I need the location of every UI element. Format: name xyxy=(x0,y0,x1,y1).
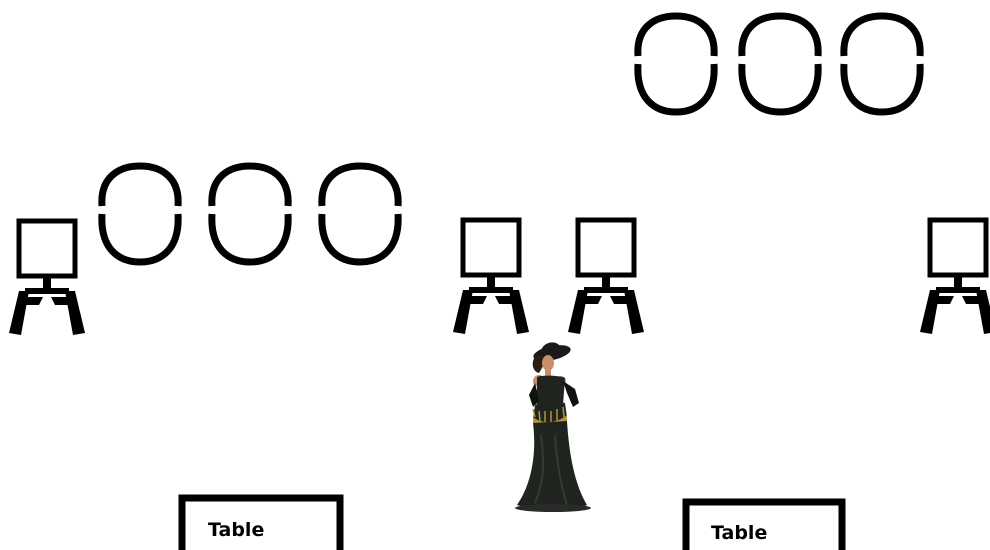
table-right[interactable]: Table xyxy=(686,502,842,550)
woman-figure-icon[interactable] xyxy=(515,342,591,512)
easel-icon[interactable] xyxy=(453,220,529,334)
table-label: Table xyxy=(711,522,767,544)
oval-mirror-icon[interactable] xyxy=(102,166,178,262)
table-label: Table xyxy=(208,519,264,541)
easel-icon[interactable] xyxy=(920,220,990,334)
oval-mirror-icon[interactable] xyxy=(638,16,714,112)
oval-mirror-icon[interactable] xyxy=(844,16,920,112)
oval-mirror-icon[interactable] xyxy=(212,166,288,262)
oval-mirror-icon[interactable] xyxy=(742,16,818,112)
easel-icon[interactable] xyxy=(568,220,644,334)
table-left[interactable]: Table xyxy=(182,498,340,550)
oval-mirror-icon[interactable] xyxy=(322,166,398,262)
easel-icon[interactable] xyxy=(9,221,85,335)
